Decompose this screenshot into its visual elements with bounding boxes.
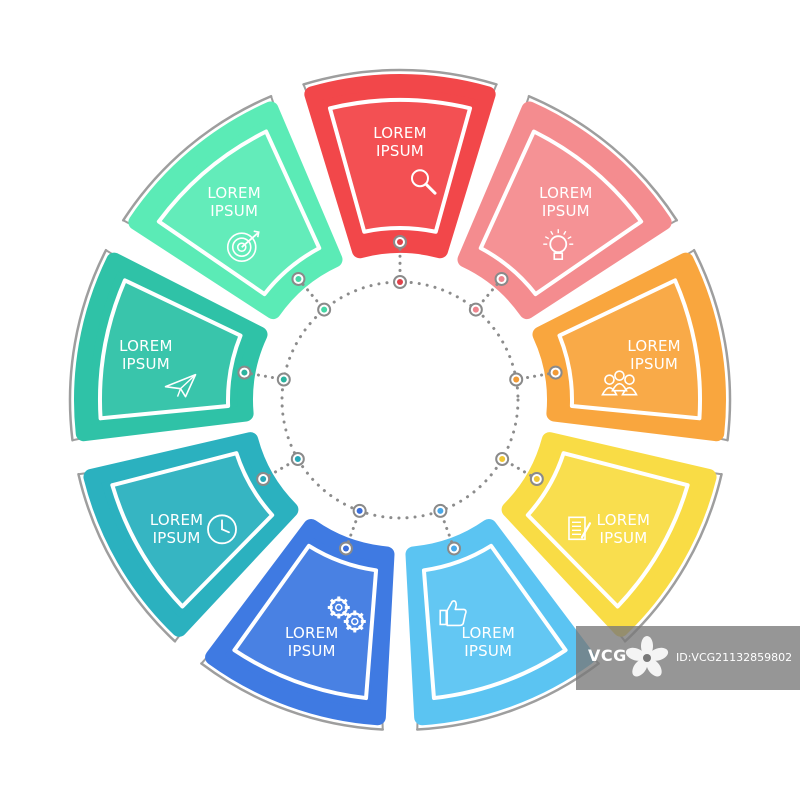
segment-label-line2: IPSUM xyxy=(121,355,170,374)
ring-node-dot xyxy=(280,376,287,383)
segment-label-line1: LOREM xyxy=(119,337,173,356)
segment-label-line2: IPSUM xyxy=(210,202,259,221)
segment-panel xyxy=(557,278,702,421)
segment-panel xyxy=(478,129,644,297)
thumbs-up-icon xyxy=(439,600,467,627)
watermark-logo: VCG xyxy=(588,646,627,665)
segment-label-line1: LOREM xyxy=(539,184,593,203)
watermark-id: ID:VCG21132859802 xyxy=(676,651,793,664)
segment-panel xyxy=(525,451,690,609)
gears-icon xyxy=(327,596,366,633)
segment-label-line2: IPSUM xyxy=(630,355,679,374)
frame-arc xyxy=(200,662,384,731)
frame-arc xyxy=(692,248,732,442)
segment-panel xyxy=(98,278,243,421)
ring-node-dot xyxy=(356,507,363,514)
segment-8 xyxy=(74,252,291,442)
segment-7 xyxy=(83,432,305,637)
segment-label-line1: LOREM xyxy=(596,511,651,529)
ring-node-dot xyxy=(294,456,301,462)
segment-label-line1: LOREM xyxy=(627,337,681,356)
segment-label-line1: LOREM xyxy=(207,184,261,203)
segment-label-line1: LOREM xyxy=(461,624,515,643)
frame-arc xyxy=(77,472,177,643)
segment-label-line1: LOREM xyxy=(285,624,339,643)
segment-label-line2: IPSUM xyxy=(541,202,590,221)
segment-panel xyxy=(421,543,568,701)
ring-node-dot xyxy=(472,306,479,313)
segment-node-dot xyxy=(451,545,458,552)
segment-5 xyxy=(405,503,595,726)
document-icon xyxy=(568,516,592,541)
watermark: VCG ID:VCG21132859802 xyxy=(576,626,800,690)
segment-panel xyxy=(327,98,473,234)
ring-node-dot xyxy=(499,456,506,462)
ring-node-dot xyxy=(321,306,328,313)
watermark-flower-icon xyxy=(625,636,669,677)
segment-node-dot xyxy=(241,369,248,376)
frame-arc xyxy=(623,472,723,643)
segment-label-line2: IPSUM xyxy=(287,642,336,661)
segment-9 xyxy=(128,101,343,320)
segment-2 xyxy=(457,101,672,320)
segment-node-dot xyxy=(342,545,349,552)
segment-node-dot xyxy=(260,476,267,482)
segment-node-dot xyxy=(498,275,505,282)
segment-node-dot xyxy=(552,369,559,376)
target-icon xyxy=(226,230,260,262)
clock-icon xyxy=(207,514,237,545)
frame-arc xyxy=(121,94,273,222)
segment-panel xyxy=(156,129,322,297)
segment-4 xyxy=(495,432,717,637)
ring-node-dot xyxy=(513,376,520,383)
segment-label-line1: LOREM xyxy=(149,511,204,529)
segment-label-line2: IPSUM xyxy=(599,529,648,547)
segment-node-dot xyxy=(397,239,403,245)
segment-panel xyxy=(110,451,275,609)
segment-label-line1: LOREM xyxy=(373,124,427,142)
paper-plane-icon xyxy=(164,373,197,398)
lightbulb-icon xyxy=(543,229,574,260)
team-icon xyxy=(601,370,638,396)
inner-dotted-ring xyxy=(280,280,520,520)
segment-label-line2: IPSUM xyxy=(464,642,513,661)
segment-node-dot xyxy=(295,275,302,282)
frame-arc xyxy=(68,248,108,442)
segment-1 xyxy=(304,74,496,289)
ring-node-dot xyxy=(397,279,403,285)
frame-arc xyxy=(527,94,679,222)
ring-node-dot xyxy=(437,507,444,514)
segment-label-line2: IPSUM xyxy=(376,142,424,160)
segment-panel xyxy=(232,543,379,701)
segment-label-line2: IPSUM xyxy=(152,529,201,547)
segment-6 xyxy=(205,503,395,726)
segment-3 xyxy=(509,252,726,442)
segment-node-dot xyxy=(533,476,540,482)
magnifier-icon xyxy=(410,169,437,195)
frame-arc xyxy=(302,68,498,86)
